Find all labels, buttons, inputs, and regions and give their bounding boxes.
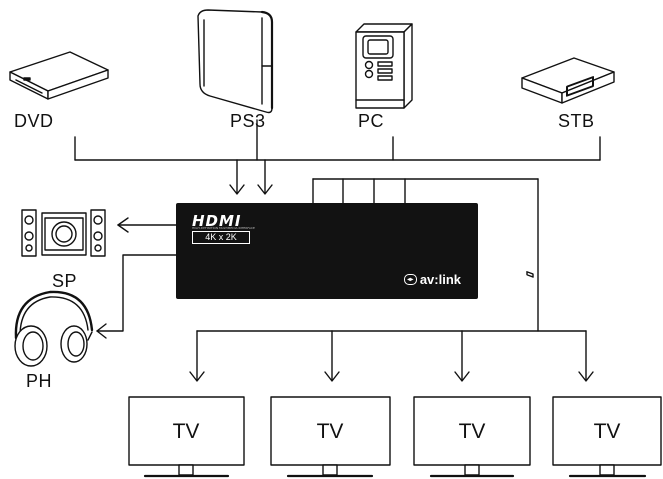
set-top-box-icon bbox=[521, 57, 615, 278]
source-label-stb: STB bbox=[558, 111, 595, 131]
headphones-icon bbox=[14, 290, 94, 367]
audio-label-ph: PH bbox=[26, 371, 53, 391]
tv-icon bbox=[128, 396, 245, 478]
tv-label-1: TV bbox=[172, 420, 200, 443]
source-label-pc: PC bbox=[358, 111, 385, 131]
tv-icon bbox=[552, 396, 662, 478]
hdmi-logo-subtitle: HIGH-DEFINITION MULTIMEDIA INTERFACE bbox=[192, 226, 255, 230]
hdmi-logo: HDMI bbox=[192, 212, 242, 230]
tv-icon bbox=[413, 396, 531, 478]
tv-icon bbox=[270, 396, 391, 478]
tv-label-2: TV bbox=[316, 420, 344, 443]
speaker-system-icon bbox=[21, 209, 106, 257]
brand-logo: ◂▸ av:link bbox=[403, 272, 461, 287]
audio-label-sp: SP bbox=[52, 271, 78, 291]
source-bus bbox=[74, 119, 601, 195]
av-link-logo-icon: ◂▸ bbox=[403, 274, 417, 285]
hdmi-output-lines bbox=[189, 178, 594, 382]
brand-name: av:link bbox=[419, 272, 461, 287]
hdmi-matrix-switch: HDMI HIGH-DEFINITION MULTIMEDIA INTERFAC… bbox=[176, 203, 478, 299]
tv-label-4: TV bbox=[593, 420, 621, 443]
resolution-badge: 4K x 2K bbox=[192, 231, 250, 244]
game-console-icon bbox=[197, 9, 274, 114]
dvd-player-icon bbox=[9, 51, 109, 100]
source-label-ps3: PS3 bbox=[230, 111, 266, 131]
audio-output-lines bbox=[96, 217, 177, 339]
source-label-dvd: DVD bbox=[14, 111, 54, 131]
desktop-computer-icon bbox=[355, 23, 413, 109]
tv-label-3: TV bbox=[458, 420, 486, 443]
